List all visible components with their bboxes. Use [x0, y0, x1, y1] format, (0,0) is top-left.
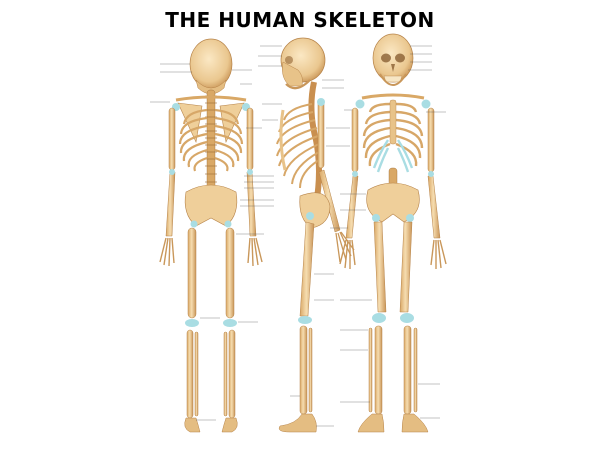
posterior-shoulder-girdle: [175, 95, 247, 102]
lateral-spine: [308, 81, 322, 206]
anterior-foot-left: [357, 413, 385, 433]
anterior-teeth: [383, 75, 403, 83]
lateral-mandible: [285, 79, 311, 90]
posterior-foot-left: [184, 417, 201, 433]
posterior-legs: [186, 227, 236, 419]
anterior-hip-cartilage-left: [372, 214, 380, 222]
lateral-foot: [278, 413, 317, 433]
anterior-mandible: [379, 73, 407, 86]
anterior-shoulder-cartilage-left: [355, 99, 365, 109]
anterior-ribs: [362, 102, 424, 167]
anterior-knee-cartilage-right: [400, 313, 414, 323]
anterior-shoulder-cartilage-right: [421, 99, 431, 109]
anterior-nasal-cavity: [391, 64, 395, 72]
anterior-clavicles: [361, 93, 425, 100]
posterior-knee-cartilage-right: [223, 319, 237, 327]
anterior-foot-right: [401, 413, 429, 433]
anterior-hip-cartilage-right: [406, 214, 414, 222]
posterior-ribs: [178, 108, 244, 172]
posterior-hip-cartilage-left: [190, 220, 198, 228]
lateral-knee-cartilage: [298, 316, 312, 324]
anterior-costal-cartilage: [372, 139, 414, 173]
posterior-hip-cartilage-right: [224, 220, 232, 228]
lateral-arm: [317, 99, 341, 233]
anterior-knee-cartilage-left: [372, 313, 386, 323]
anterior-legs: [368, 221, 418, 415]
anterior-sternum: [389, 99, 397, 145]
lateral-skeleton: [276, 37, 355, 433]
anterior-skeleton: [339, 33, 447, 433]
posterior-skeleton: [159, 38, 263, 433]
anterior-orbit-left: [381, 53, 391, 63]
lateral-hip-cartilage: [306, 212, 314, 220]
posterior-mandible: [195, 79, 227, 95]
anterior-hands: [339, 239, 447, 269]
anterior-pelvis: [366, 182, 420, 223]
posterior-hands: [159, 237, 263, 267]
anterior-orbit-right: [395, 53, 405, 63]
posterior-pelvis: [184, 184, 238, 227]
lateral-sternum: [279, 109, 287, 171]
poster-title: THE HUMAN SKELETON: [165, 8, 435, 32]
posterior-foot-right: [221, 417, 238, 433]
lateral-orbit: [285, 56, 293, 64]
lateral-pelvis: [299, 192, 331, 229]
posterior-knee-cartilage-left: [185, 319, 199, 327]
anterior-skull: [372, 33, 414, 83]
label-leader-lines: [150, 45, 446, 427]
lateral-leg: [299, 221, 315, 415]
